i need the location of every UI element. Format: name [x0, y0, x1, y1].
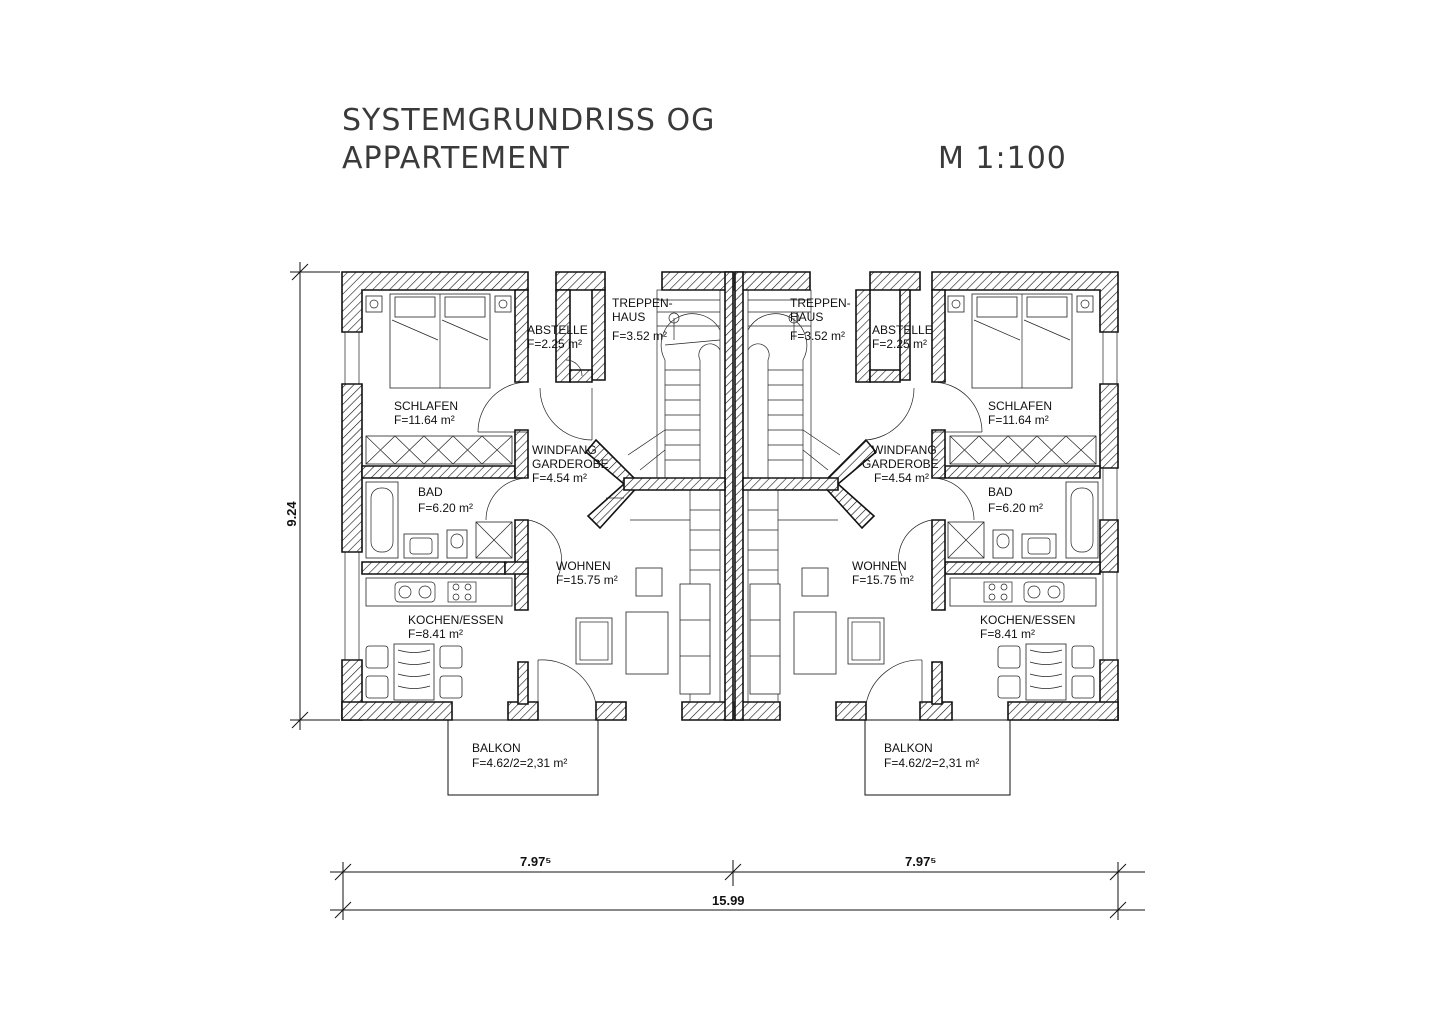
- living-furniture-right: [749, 567, 885, 695]
- room-name-abstelle-right: ABSTELLE: [872, 323, 933, 337]
- dining-table-right: [997, 643, 1095, 701]
- bathroom-left: [365, 481, 513, 559]
- wardrobe-right: [949, 435, 1097, 465]
- room-name-windfang-right: WINDFANG: [872, 443, 937, 457]
- room-area-bad-right: F=6.20 m²: [988, 501, 1043, 515]
- bathroom-right: [947, 481, 1099, 559]
- room-area-abstelle-left: F=2.25 m²: [527, 337, 582, 351]
- room-area-wohnen-right: F=15.75 m²: [852, 573, 914, 587]
- half-width-right-label: 7.97⁵: [905, 854, 936, 869]
- room-name-abstelle-left: ABSTELLE: [527, 323, 588, 337]
- room-area-treppenhaus-right: F=3.52 m²: [790, 329, 845, 343]
- room-area-schlafen-right: F=11.64 m²: [988, 413, 1049, 427]
- room-area-abstelle-right: F=2.25 m²: [872, 337, 927, 351]
- title-line-2: APPARTEMENT: [342, 141, 570, 176]
- room-name-kochen-right: KOCHEN/ESSEN: [980, 613, 1075, 627]
- living-furniture-left: [575, 567, 711, 695]
- title-line-1: SYSTEMGRUNDRISS OG: [342, 103, 715, 138]
- room-name-wohnen-left: WOHNEN: [556, 559, 611, 573]
- room-area-bad-left: F=6.20 m²: [418, 501, 473, 515]
- room-name-treppen-right: TREPPEN-: [790, 296, 851, 310]
- room-area-balkon-left: F=4.62/2=2,31 m²: [472, 756, 567, 770]
- room-name-bad-left: BAD: [418, 485, 443, 499]
- room-name-garderobe-right: GARDEROBE: [862, 457, 939, 471]
- room-name-haus-right: HAUS: [790, 310, 823, 324]
- room-area-windfang-right: F=4.54 m²: [874, 471, 929, 485]
- room-area-balkon-right: F=4.62/2=2,31 m²: [884, 756, 979, 770]
- staircase-right: [747, 289, 841, 703]
- wardrobe-left: [365, 435, 513, 465]
- total-width-label: 15.99: [712, 893, 745, 908]
- apartment-right: SCHLAFEN F=11.64 m² ABSTELLE F=2.25 m² T…: [734, 271, 1119, 796]
- room-name-balkon-right: BALKON: [884, 741, 933, 755]
- half-width-left-label: 7.97⁵: [520, 854, 551, 869]
- room-name-schlafen-right: SCHLAFEN: [988, 399, 1052, 413]
- room-name-wohnen-right: WOHNEN: [852, 559, 907, 573]
- kitchen-left: [365, 577, 513, 607]
- room-name-schlafen-left: SCHLAFEN: [394, 399, 458, 413]
- room-name-balkon-left: BALKON: [472, 741, 521, 755]
- room-name-windfang-left: WINDFANG: [532, 443, 597, 457]
- room-name-garderobe-left: GARDEROBE: [532, 457, 609, 471]
- room-area-treppenhaus-left: F=3.52 m²: [612, 329, 667, 343]
- staircase-left: [606, 289, 721, 703]
- room-name-haus-left: HAUS: [612, 310, 645, 324]
- kitchen-right: [949, 577, 1097, 607]
- room-area-kochen-left: F=8.41 m²: [408, 627, 463, 641]
- bed-right: [947, 293, 1094, 389]
- scale-label: M 1:100: [938, 141, 1067, 176]
- room-name-treppen-left: TREPPEN-: [612, 296, 673, 310]
- room-area-schlafen-left: F=11.64 m²: [394, 413, 455, 427]
- room-name-bad-right: BAD: [988, 485, 1013, 499]
- dining-table-left: [365, 643, 463, 701]
- room-name-kochen-left: KOCHEN/ESSEN: [408, 613, 503, 627]
- width-dimensions: 7.97⁵ 7.97⁵ 15.99: [330, 854, 1145, 920]
- bed-left: [365, 293, 512, 389]
- room-area-wohnen-left: F=15.75 m²: [556, 573, 618, 587]
- height-dimension-label: 9.24: [284, 501, 299, 527]
- height-dimension: 9.24: [284, 262, 340, 730]
- apartment-left: SCHLAFEN F=11.64 m² ABSTELLE F=2.25 m² T…: [341, 271, 734, 796]
- room-area-kochen-right: F=8.41 m²: [980, 627, 1035, 641]
- room-area-windfang-left: F=4.54 m²: [532, 471, 587, 485]
